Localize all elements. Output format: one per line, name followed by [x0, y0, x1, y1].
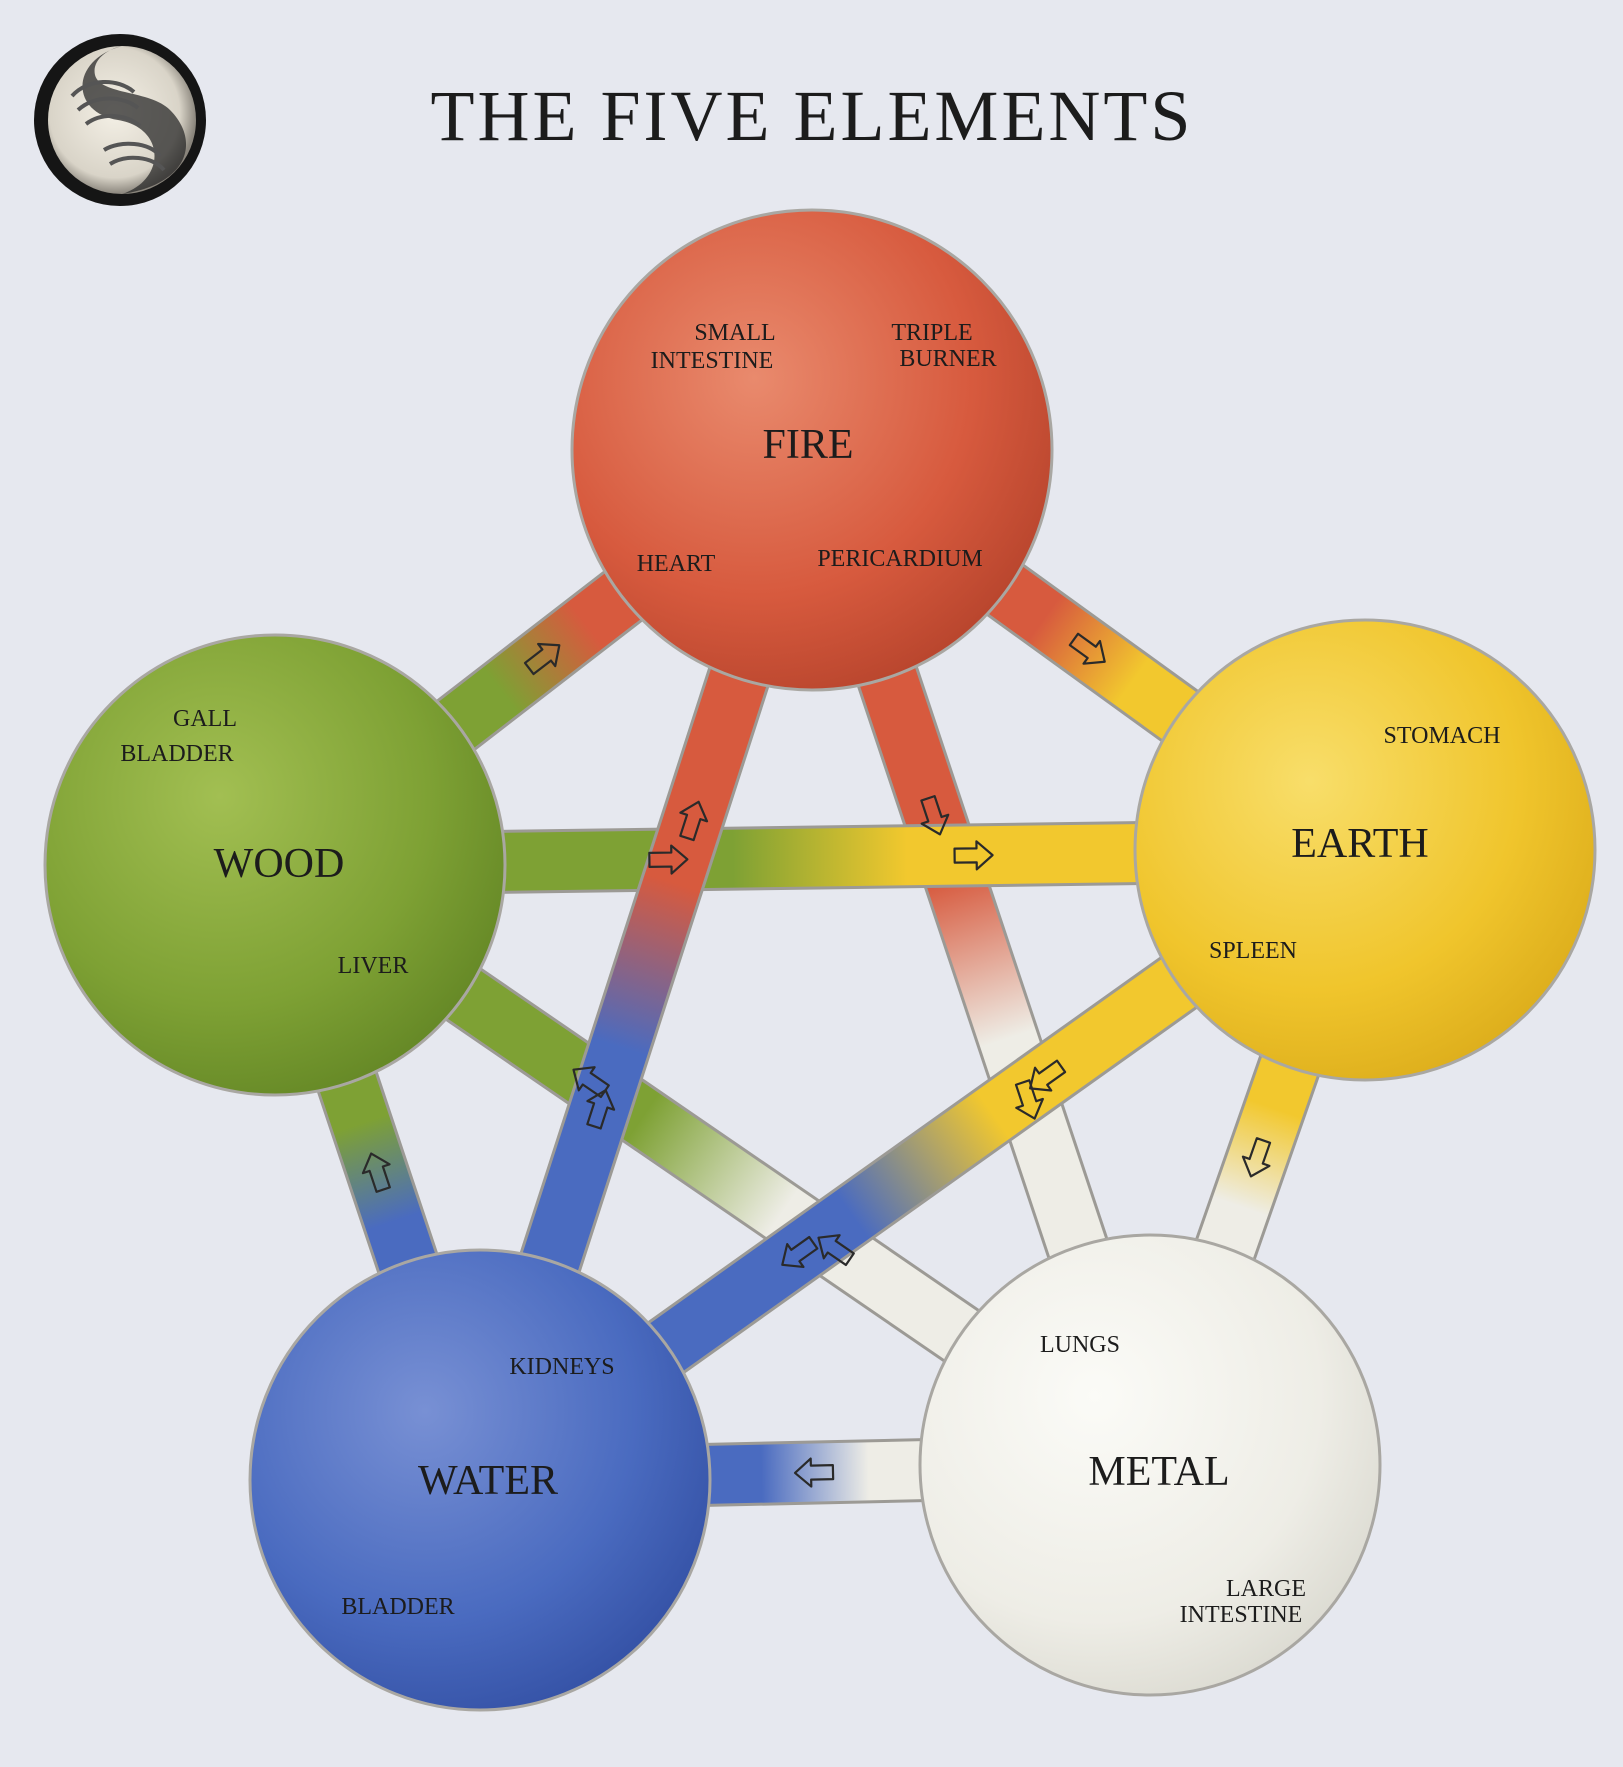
organ-lungs: LUNGS — [1040, 1332, 1120, 1358]
organ-triple-burner-line1: TRIPLE — [891, 320, 972, 346]
organ-bladder: BLADDER — [341, 1594, 454, 1620]
metal-label: METAL — [1088, 1449, 1229, 1495]
organ-heart: HEART — [637, 551, 716, 577]
organ-large-intestine-line2: INTESTINE — [1180, 1602, 1303, 1628]
water-circle — [248, 1248, 712, 1712]
arrow-icon — [361, 1152, 391, 1193]
organ-gall-bladder-line2: BLADDER — [120, 741, 233, 767]
organ-pericardium: PERICARDIUM — [817, 546, 982, 572]
wood-label: WOOD — [214, 841, 345, 887]
wood-circle — [43, 633, 507, 1097]
hands-yin-yang-logo-icon — [34, 34, 206, 206]
arrow-icon — [586, 1089, 616, 1130]
arrow-icon — [920, 795, 950, 836]
earth-label: EARTH — [1291, 821, 1428, 867]
fire-label: FIRE — [762, 422, 853, 468]
organ-triple-burner-line2: BURNER — [899, 346, 996, 372]
organ-stomach: STOMACH — [1384, 723, 1501, 749]
arrow-icon — [648, 844, 689, 875]
page-title: THE FIVE ELEMENTS — [431, 76, 1194, 156]
organ-liver: LIVER — [338, 953, 409, 979]
direction-arrows — [361, 632, 1272, 1488]
arrow-icon — [793, 1457, 835, 1488]
arrow-icon — [572, 1066, 610, 1099]
fire-circle — [570, 208, 1054, 692]
arrow-icon — [1241, 1137, 1272, 1178]
arrow-icon — [953, 840, 994, 871]
arrow-icon — [679, 800, 709, 842]
organ-gall-bladder-line1: GALL — [173, 706, 237, 732]
organ-spleen: SPLEEN — [1209, 938, 1297, 964]
organ-small-intestine-line2: INTESTINE — [651, 348, 774, 374]
organ-kidneys: KIDNEYS — [509, 1354, 614, 1380]
metal-circle — [918, 1233, 1382, 1697]
water-label: WATER — [418, 1458, 558, 1504]
arrow-icon — [1068, 632, 1106, 665]
arrow-icon — [817, 1234, 855, 1267]
arrow-icon — [1014, 1079, 1044, 1120]
organ-small-intestine-line1: SMALL — [694, 320, 775, 346]
earth-circle — [1133, 618, 1597, 1082]
organ-large-intestine-line1: LARGE — [1226, 1576, 1306, 1602]
arrow-icon — [781, 1235, 819, 1269]
arrow-icon — [1029, 1059, 1067, 1092]
arrow-icon — [523, 642, 561, 676]
